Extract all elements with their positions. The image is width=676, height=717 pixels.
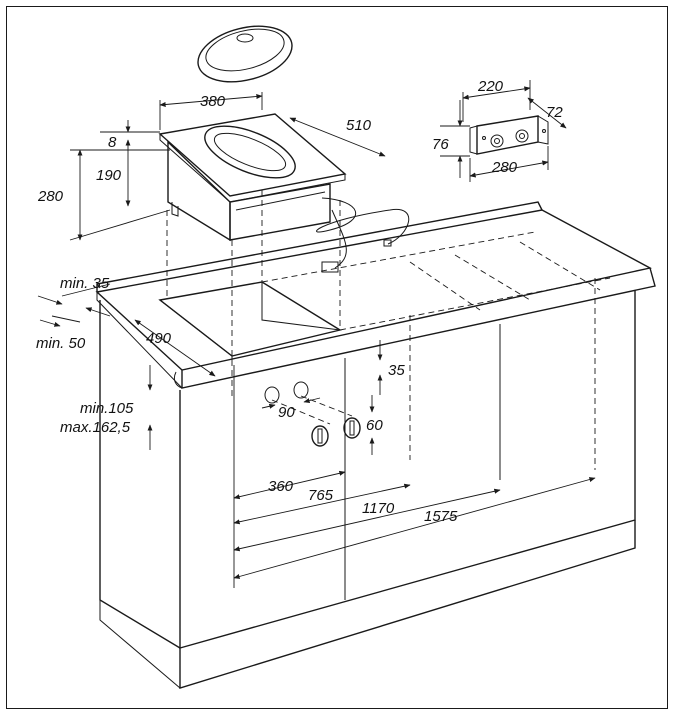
label-1170: 1170 <box>362 500 395 517</box>
label-510: 510 <box>346 117 372 134</box>
label-360: 360 <box>268 478 294 495</box>
control-panel <box>469 115 549 155</box>
label-max-162-5: max.162,5 <box>60 419 131 436</box>
label-90: 90 <box>278 404 295 421</box>
worktop-cutout <box>158 281 342 360</box>
label-280-width: 280 <box>491 159 518 176</box>
label-72: 72 <box>546 104 563 121</box>
dashed-zones <box>166 190 611 470</box>
label-min-105: min.105 <box>80 400 134 417</box>
appliance-unit <box>158 113 410 273</box>
label-380: 380 <box>200 93 226 110</box>
dimension-labels: 380 510 8 190 280 220 72 76 280 min. 35 … <box>36 78 563 525</box>
knob-cutouts <box>264 381 353 425</box>
label-8: 8 <box>108 134 117 151</box>
knob-icons <box>311 417 361 447</box>
lid-image <box>197 25 293 83</box>
cabinet <box>95 201 656 689</box>
label-76: 76 <box>432 136 449 153</box>
label-490: 490 <box>146 330 172 347</box>
label-220: 220 <box>477 78 504 95</box>
label-765: 765 <box>308 487 334 504</box>
label-min-50: min. 50 <box>36 335 86 352</box>
label-min-35: min. 35 <box>60 275 110 292</box>
label-35: 35 <box>388 362 405 379</box>
label-60: 60 <box>366 417 383 434</box>
label-1575: 1575 <box>424 508 458 525</box>
dimension-lines <box>37 80 596 588</box>
label-190: 190 <box>96 167 122 184</box>
label-280-height: 280 <box>37 188 64 205</box>
